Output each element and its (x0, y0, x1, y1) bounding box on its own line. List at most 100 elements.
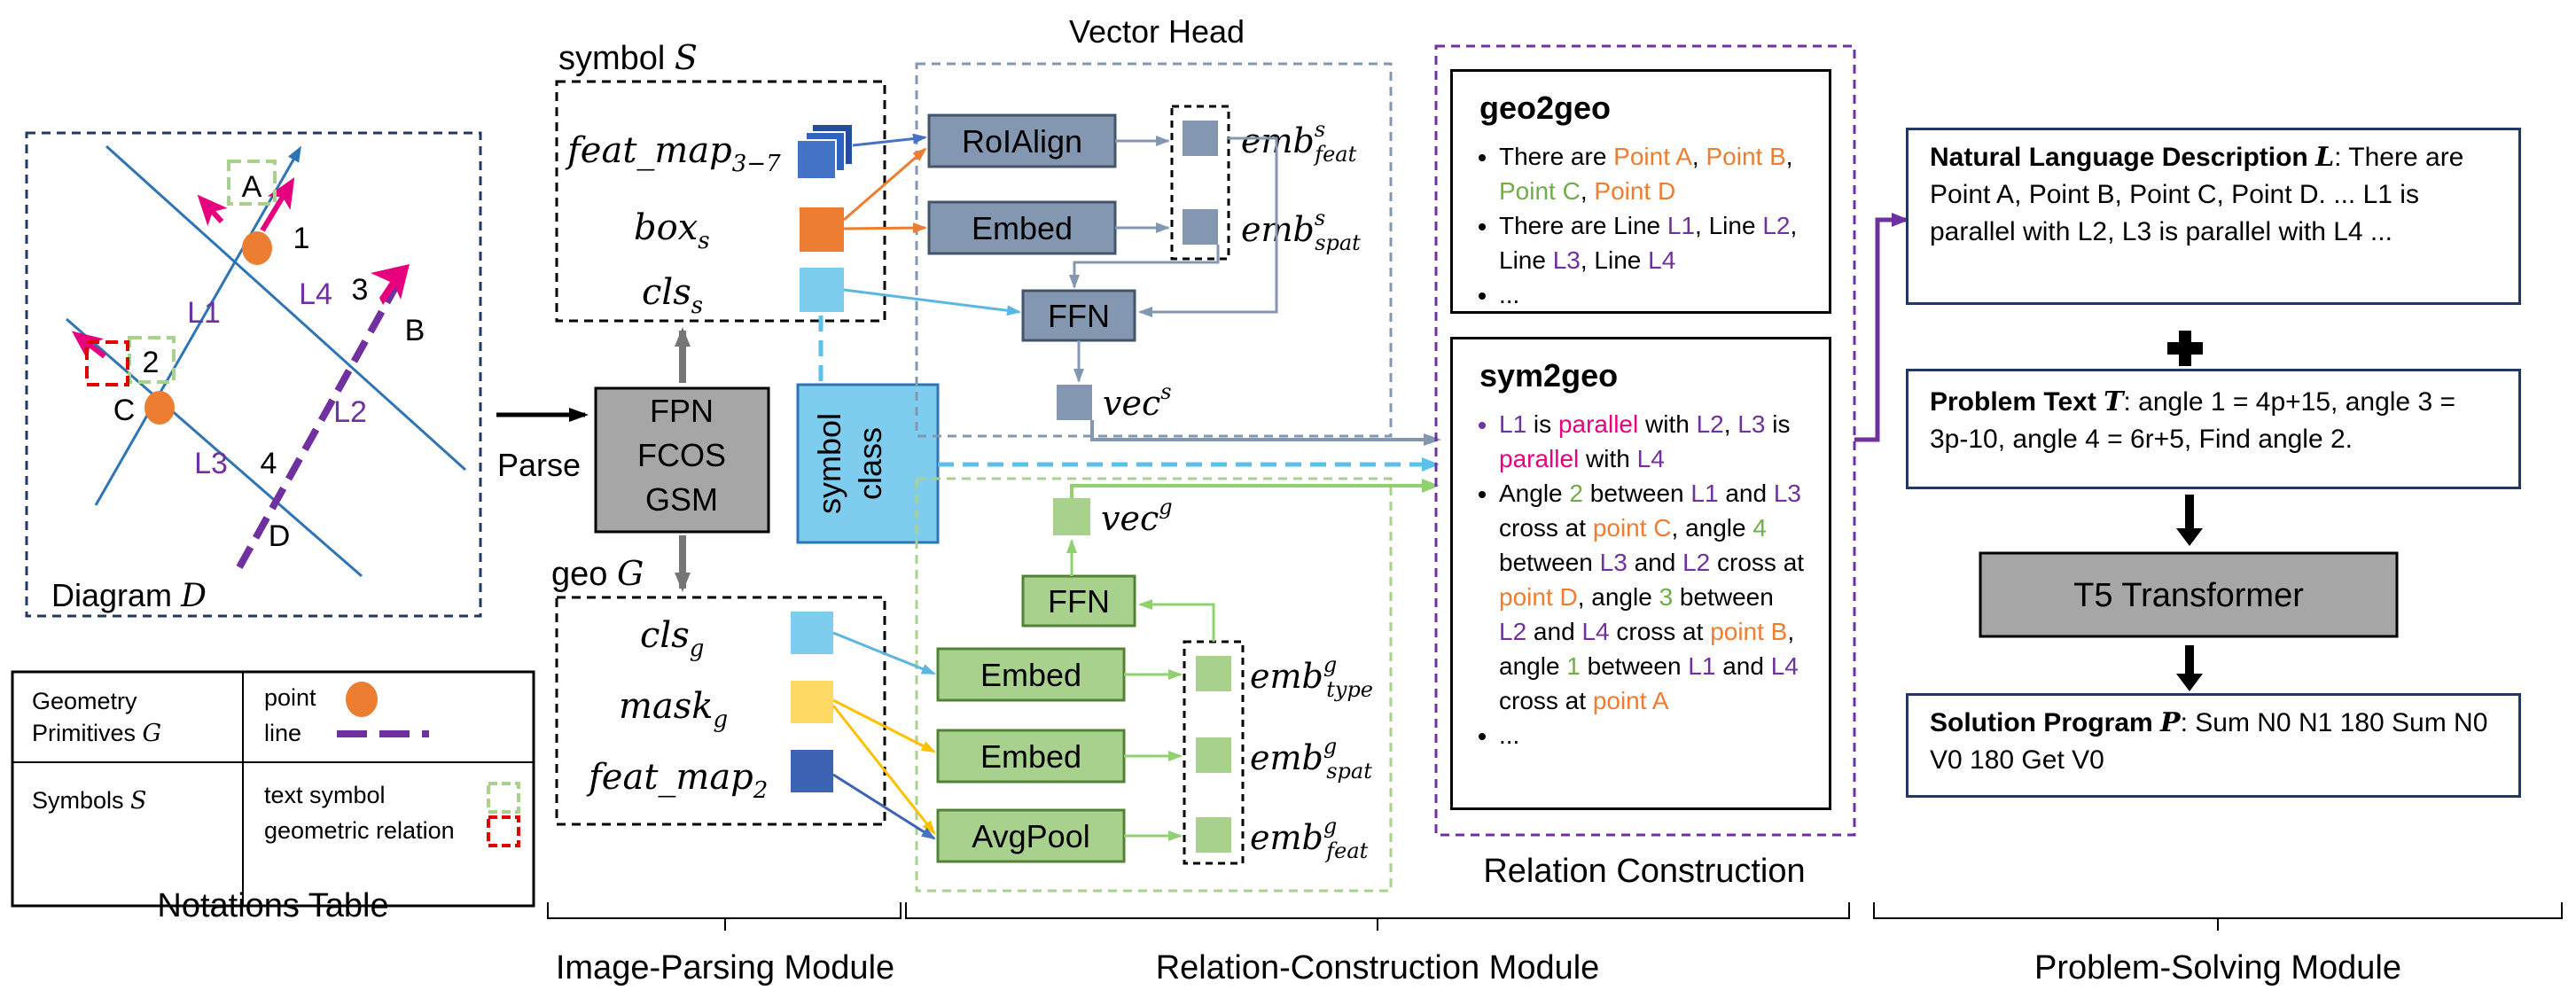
pt-var: T (2104, 386, 2124, 417)
geo-title: geo G (551, 554, 644, 593)
sp-var: P (2160, 707, 2181, 738)
notation-point-dot (346, 682, 378, 717)
relation-frame (1434, 44, 1856, 837)
geo2geo-bullet-more: ... (1499, 277, 1806, 312)
backbone-fcos: FCOS (637, 437, 726, 473)
t5-label: T5 Transformer (2073, 577, 2304, 614)
text-symbol-box-a (227, 160, 277, 206)
mask-to-avgpool-arrow (831, 705, 936, 835)
symbol-box (555, 80, 886, 323)
notations-caption: Notations Table (157, 887, 389, 924)
nl-description-box: Natural Language Description L: There ar… (1906, 128, 2521, 305)
sp-text: : Sum N0 N1 180 Sum N0 V0 180 Get V0 (1930, 708, 2488, 775)
mask-g-label: maskg (619, 686, 728, 733)
feature-stack-front (796, 139, 837, 180)
angle-label-3: 3 (352, 273, 369, 307)
plus-icon (2167, 331, 2203, 366)
point-label-b: B (405, 314, 425, 347)
sym2geo-bullet-angles: Angle 2 between L1 and L3 cross at point… (1499, 476, 1806, 718)
geo2geo-title: geo2geo (1479, 90, 1612, 126)
relation-caption: Relation Construction (1483, 853, 1805, 890)
avgpool-label: AvgPool (972, 818, 1089, 854)
symbol-class-word2: class (852, 427, 888, 500)
ffn-s-box (1021, 289, 1136, 342)
vector-head-title: Vector Head (1069, 13, 1245, 50)
relation-to-problem-arrow (1854, 213, 1909, 442)
diagram-frame (25, 131, 482, 618)
parallel-mark-1 (260, 177, 295, 232)
nl-var: L (2315, 142, 2335, 173)
module-relation-construction: Relation-Construction Module (1156, 949, 1600, 987)
feat-map-g-label: feat_map2 (586, 757, 768, 804)
image-parsing: symbol S feat_map3−7 boxs clss FPN FCOS … (551, 38, 940, 826)
emb-g-feat-square (1196, 817, 1231, 853)
embed-g1-box (936, 647, 1126, 702)
sym2geo-bullet-more: ... (1499, 718, 1806, 753)
arrow-b-marker (371, 264, 410, 305)
problem-solving: T5 Transformer (1979, 331, 2399, 691)
backbone-fpn: FPN (650, 393, 714, 429)
emb-g-type-square (1196, 656, 1231, 691)
line-label-l1: L1 (187, 296, 221, 330)
cls-g-label: clsg (640, 615, 704, 662)
emb-g-spat-square (1196, 737, 1231, 773)
line-l3 (66, 317, 363, 578)
angle-label-4: 4 (261, 447, 277, 480)
relation-symbol-box (85, 340, 129, 386)
geo2geo-box: geo2geo There are Point A, Point B, Poin… (1450, 69, 1831, 314)
notations-table: Geometry Primitives G point line Symbols… (11, 670, 535, 908)
symbol-title: symbol S (558, 38, 698, 77)
parallel-mark-2 (197, 194, 228, 226)
box-s-square (800, 207, 844, 252)
pt-text: : angle 1 = 4p+15, angle 3 = 3p-10, angl… (1930, 387, 2455, 454)
backbone-gsm: GSM (645, 481, 718, 518)
diagram-title: Diagram D (51, 577, 207, 614)
featmap-to-roialign-arrow (852, 133, 927, 147)
box-s-label: boxs (634, 207, 710, 254)
cls-s-square (800, 268, 844, 312)
vec-g-square (1053, 498, 1090, 535)
notation-text-symbol-box (487, 782, 520, 814)
mask-to-embed-arrow (832, 698, 936, 753)
nl-title: Natural Language Description (1930, 143, 2316, 172)
sym2geo-list: L1 is parallel with L2, L3 is parallel w… (1479, 407, 1806, 753)
pt-title: Problem Text (1930, 387, 2104, 417)
vec-g-to-relation-arrow (1070, 479, 1440, 498)
box-to-embed-arrow (843, 222, 927, 234)
module-braces: Image-Parsing Module Relation-Constructi… (547, 902, 2563, 987)
angle-label-1: 1 (293, 222, 310, 255)
vec-s-to-relation-arrow (1090, 420, 1441, 446)
notation-symbols-label: Symbols S (32, 787, 147, 815)
point-label-a: A (242, 170, 262, 204)
parallel-mark-3 (71, 331, 106, 361)
point-a-dot (242, 231, 272, 265)
emb-s-group (1170, 105, 1230, 261)
cls-g-square (791, 612, 833, 654)
roialign-box (927, 113, 1117, 168)
vec-s-label: vecs (1103, 379, 1172, 423)
emb-spat-to-ffn-arrow (1069, 245, 1220, 289)
module-image-parsing: Image-Parsing Module (556, 949, 894, 987)
geo-box (555, 596, 886, 826)
notation-geo-relation-box (487, 815, 520, 847)
t5-box (1979, 551, 2399, 638)
box-to-roialign-arrow (843, 147, 927, 222)
vec-g-label: vecg (1101, 495, 1173, 538)
notation-geometry-label: Geometry (32, 688, 137, 714)
vector-head-frame (915, 62, 1393, 438)
geo2geo-bullet-points: There are Point A, Point B, Point C, Poi… (1499, 139, 1806, 208)
featmap-g-to-avgpool-arrow (832, 773, 936, 840)
point-label-d: D (269, 519, 291, 553)
parse-label: Parse (497, 447, 581, 483)
line-label-l3: L3 (194, 447, 228, 480)
line-label-l2: L2 (333, 395, 367, 429)
embed-s-label: Embed (972, 210, 1073, 246)
geo2geo-list: There are Point A, Point B, Point C, Poi… (1479, 139, 1806, 312)
